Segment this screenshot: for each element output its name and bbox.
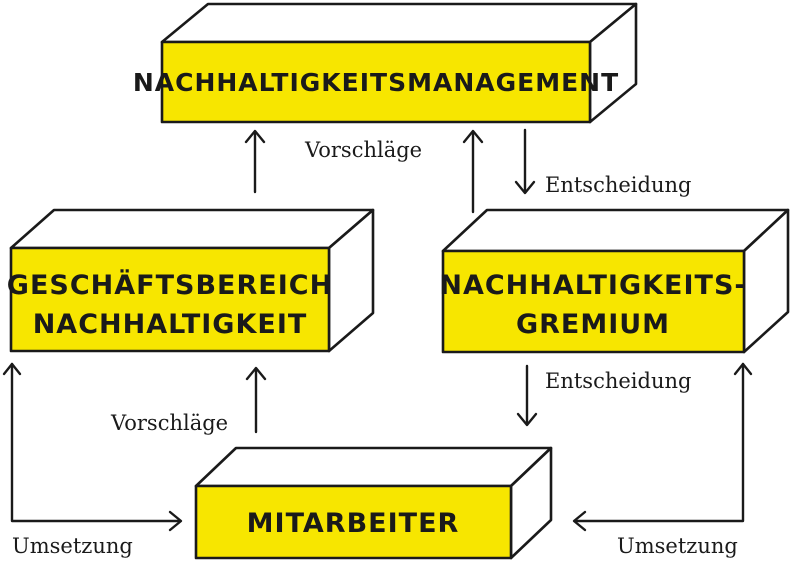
arrow-committee-to-employees (516, 364, 538, 427)
box-committee-label-line2: GREMIUM (516, 309, 670, 340)
box-committee-front-face (441, 249, 746, 354)
box-management-top-face (160, 2, 638, 44)
box-committee-label-line1: NACHHALTIGKEITS- (439, 270, 746, 301)
box-business-unit-front-face (9, 246, 331, 353)
label-entscheidung-middle: Entscheidung (545, 369, 691, 393)
box-employees-front-face (194, 484, 513, 560)
box-nachhaltigkeitsmanagement: NACHHALTIGKEITSMANAGEMENT (133, 2, 638, 124)
label-vorschlaege-top: Vorschläge (304, 138, 422, 162)
arrow-committee-to-employees-elbow (572, 362, 753, 532)
box-business-unit-label-line1: GESCHÄFTSBEREICH (7, 269, 333, 301)
label-umsetzung-left: Umsetzung (12, 534, 133, 558)
box-business-unit-top-face (9, 208, 375, 250)
box-management-label: NACHHALTIGKEITSMANAGEMENT (133, 68, 619, 97)
arrow-business-unit-to-employees (2, 362, 183, 532)
box-geschaeftsbereich-nachhaltigkeit: GESCHÄFTSBEREICH NACHHALTIGKEIT (7, 208, 375, 353)
arrow-employees-to-business-unit (245, 366, 267, 434)
box-nachhaltigkeitsgremium: NACHHALTIGKEITS- GREMIUM (439, 208, 790, 354)
label-entscheidung-top: Entscheidung (545, 173, 691, 197)
box-mitarbeiter: MITARBEITER (194, 446, 553, 560)
arrow-business-unit-to-management (244, 129, 266, 194)
box-business-unit-label-line2: NACHHALTIGKEIT (33, 309, 308, 340)
arrow-committee-to-management (462, 129, 484, 214)
label-vorschlaege-bottom: Vorschläge (110, 411, 228, 435)
box-employees-label: MITARBEITER (247, 508, 460, 539)
label-umsetzung-right: Umsetzung (617, 534, 738, 558)
arrow-management-to-committee (514, 128, 536, 195)
box-committee-top-face (441, 208, 790, 253)
box-employees-top-face (194, 446, 553, 488)
box-management-front-face (160, 40, 592, 124)
